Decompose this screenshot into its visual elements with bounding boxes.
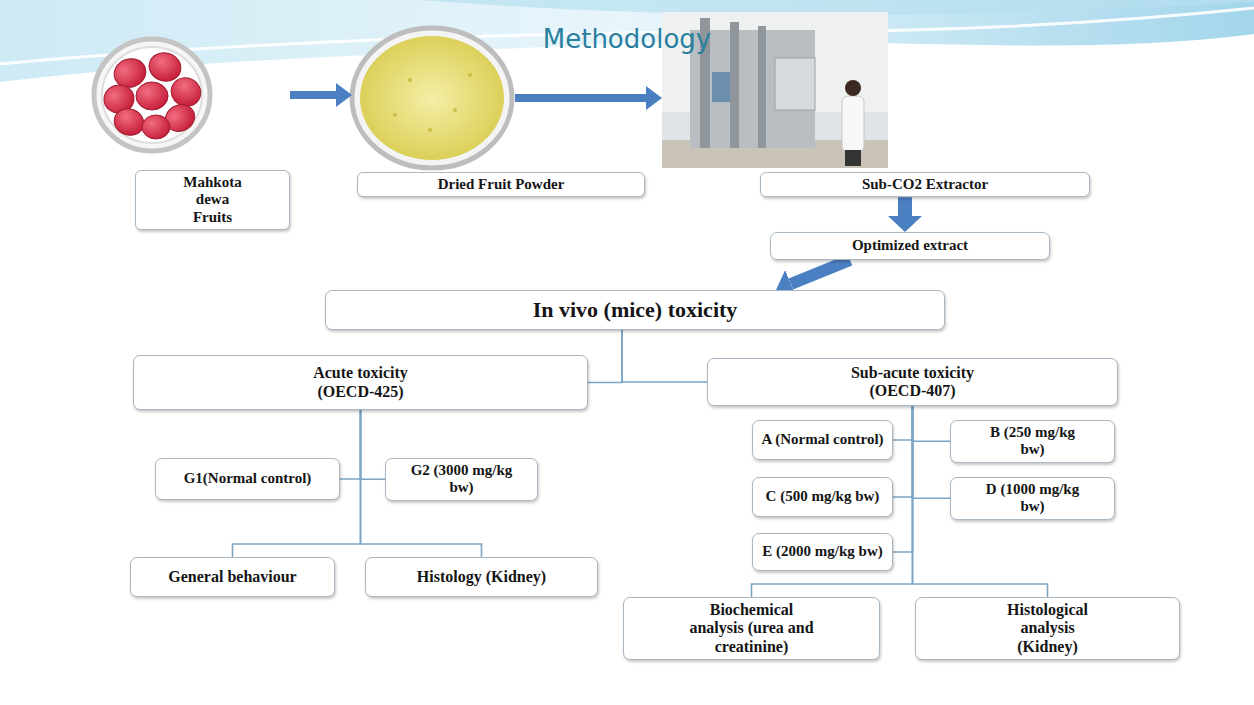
lab-coat: [842, 96, 864, 152]
process-box: D (1000 mg/kg bw): [950, 477, 1115, 520]
box-label: In vivo (mice) toxicity: [533, 297, 738, 322]
powder-grain: [408, 78, 412, 82]
process-box: C (500 mg/kg bw): [752, 477, 893, 517]
box-label: Biochemical analysis (urea and creatinin…: [689, 601, 814, 656]
fruit: [110, 105, 147, 140]
pump-unit: [712, 72, 730, 102]
dish-rim: [352, 28, 512, 168]
process-box: Sub-acute toxicity (OECD-407): [707, 358, 1118, 406]
extractor-column: [758, 26, 766, 148]
extractor-column: [730, 22, 739, 148]
tree-connector: [752, 406, 913, 597]
box-label: G2 (3000 mg/kg bw): [407, 462, 517, 497]
step-caption: Dried Fruit Powder: [357, 172, 645, 197]
bowl-rim: [94, 39, 210, 151]
flow-arrow: [515, 94, 646, 102]
fruit: [136, 82, 168, 110]
box-label: Sub-acute toxicity (OECD-407): [828, 364, 998, 401]
figure-step: Mahkota dewa Fruits: [95, 36, 290, 230]
tree-connector: [588, 330, 622, 383]
process-box: Histological analysis (Kidney): [915, 597, 1180, 660]
box-label: D (1000 mg/kg bw): [978, 481, 1088, 516]
flow-arrow: [898, 197, 912, 216]
powder-grain: [468, 73, 472, 77]
box-label: Histological analysis (Kidney): [993, 601, 1103, 656]
step-caption: Mahkota dewa Fruits: [135, 170, 290, 230]
box-label: E (2000 mg/kg bw): [762, 543, 882, 560]
slide-title: Methodology: [0, 24, 1254, 54]
process-box: Acute toxicity (OECD-425): [133, 355, 588, 410]
figure-step: Dried Fruit Powder: [352, 36, 515, 197]
process-box: Histology (Kidney): [365, 557, 598, 597]
figure-step: Sub-CO2 Extractor: [662, 12, 1090, 197]
powder-grain: [428, 128, 432, 132]
process-box: G2 (3000 mg/kg bw): [385, 458, 538, 501]
process-box: B (250 mg/kg bw): [950, 420, 1115, 463]
powder: [360, 36, 504, 160]
box-label: Histology (Kidney): [417, 568, 546, 586]
flow-arrow: [791, 260, 850, 284]
box-label: A (Normal control): [761, 431, 883, 448]
powder-grain: [453, 108, 457, 112]
person-head: [845, 80, 861, 96]
process-box: A (Normal control): [752, 420, 893, 460]
step-caption: Sub-CO2 Extractor: [760, 172, 1090, 197]
process-box: E (2000 mg/kg bw): [752, 533, 893, 571]
tree-connector: [893, 406, 913, 440]
tree-connector: [622, 330, 707, 382]
fruit: [142, 115, 170, 139]
process-box: Optimized extract: [770, 232, 1050, 260]
flow-arrow: [290, 91, 336, 99]
tree-connector: [913, 406, 951, 441]
box-label: Acute toxicity (OECD-425): [286, 364, 436, 401]
tree-connector: [913, 406, 951, 498]
box-label: G1(Normal control): [184, 470, 312, 487]
process-box: Biochemical analysis (urea and creatinin…: [623, 597, 880, 660]
tree-connector: [361, 410, 386, 479]
box-label: General behaviour: [168, 568, 296, 586]
box-label: Optimized extract: [852, 237, 968, 254]
box-label: B (250 mg/kg bw): [983, 424, 1083, 459]
tree-connector: [340, 410, 361, 479]
process-box: G1(Normal control): [155, 458, 340, 500]
fruit-bowl: [94, 39, 210, 151]
powder-dish: [352, 28, 512, 168]
control-panel: [775, 58, 815, 110]
process-box: General behaviour: [130, 557, 335, 597]
person-legs: [845, 150, 861, 166]
tree-connector: [893, 406, 913, 552]
box-label: C (500 mg/kg bw): [766, 488, 880, 505]
process-box: In vivo (mice) toxicity: [325, 290, 945, 330]
powder-grain: [393, 113, 397, 117]
tree-connector: [893, 406, 913, 497]
